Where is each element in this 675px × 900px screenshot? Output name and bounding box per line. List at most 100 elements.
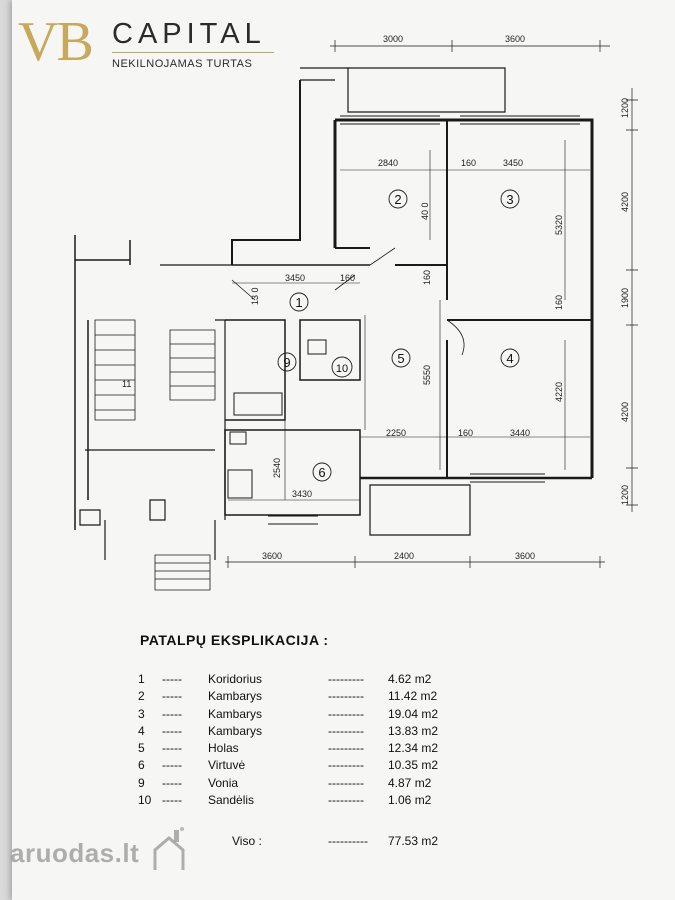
dim-wall-b: 160 xyxy=(340,273,355,283)
room-number-1: 1 xyxy=(295,295,302,310)
dim-room1-width: 3450 xyxy=(285,273,305,283)
dim-room3-depth: 5320 xyxy=(554,215,564,235)
dim-room1-depth: 13 0 xyxy=(250,287,260,305)
dim-wall-c: 160 xyxy=(458,428,473,438)
dim-room4-depth: 4220 xyxy=(554,382,564,402)
room-number-10: 10 xyxy=(336,363,348,375)
logo-divider xyxy=(112,52,274,53)
room-area: 10.35 m2 xyxy=(388,758,439,773)
dim-top-left: 3000 xyxy=(383,34,403,44)
dash: --------- xyxy=(328,723,364,738)
table-row: 6 ----- Virtuvė --------- 10.35 m2 xyxy=(138,758,468,775)
dim-wall-a: 160 xyxy=(461,158,476,168)
dash: ----- xyxy=(162,723,182,738)
room-area: 1.06 m2 xyxy=(388,793,432,808)
balcony-bottom xyxy=(369,484,471,536)
room-name: Koridorius xyxy=(208,672,263,686)
stove xyxy=(227,469,253,499)
dim-right-2: 4200 xyxy=(620,192,630,212)
room-no: 1 xyxy=(138,672,145,686)
dash: ----- xyxy=(162,706,182,721)
explication-total: Viso : ---------- 77.53 m2 xyxy=(138,834,468,852)
outer-wall xyxy=(335,118,594,478)
dim-bottom-right: 3600 xyxy=(515,551,535,561)
dash: --------- xyxy=(328,741,364,756)
room-name: Kambarys xyxy=(208,689,263,704)
stairs-left xyxy=(94,319,136,421)
bathtub xyxy=(233,392,283,416)
room-no: 9 xyxy=(138,775,145,790)
dim-bottom-mid: 2400 xyxy=(394,551,414,561)
explication-table: 1 ----- Koridorius --------- 4.62 m2 2 -… xyxy=(138,672,468,810)
table-row: 9 ----- Vonia --------- 4.87 m2 xyxy=(138,776,468,793)
dim-room6-width: 3430 xyxy=(292,489,312,499)
window xyxy=(340,115,580,125)
room-name: Vonia xyxy=(208,775,239,790)
dim-room6-depth: 2540 xyxy=(272,458,282,478)
dash: ----- xyxy=(162,775,182,790)
room-marker xyxy=(289,292,309,312)
logo-name: CAPITAL xyxy=(112,18,266,50)
logo-mark: VB xyxy=(18,11,94,73)
dim-line-bottom xyxy=(225,556,605,568)
outer-wall xyxy=(231,80,301,265)
dash: ----- xyxy=(162,758,182,773)
room-area: 4.87 m2 xyxy=(388,775,432,790)
room-name: Kambarys xyxy=(208,706,263,721)
dim-right-3: 1900 xyxy=(620,288,630,308)
room-area: 19.04 m2 xyxy=(388,706,439,721)
partition-storage xyxy=(299,319,361,381)
room-marker xyxy=(388,189,408,209)
table-row: 3 ----- Kambarys --------- 19.04 m2 xyxy=(138,707,468,724)
room-no: 10 xyxy=(138,793,152,808)
partition-r2-hall xyxy=(335,247,447,266)
room-marker xyxy=(391,348,411,368)
dim-line-right xyxy=(626,88,638,512)
balcony-top-inner xyxy=(300,67,348,81)
total-area: 77.53 m2 xyxy=(388,834,439,848)
room-name: Kambarys xyxy=(208,723,263,738)
table-row: 2 ----- Kambarys --------- 11.42 m2 xyxy=(138,689,468,706)
room-marker xyxy=(331,356,353,378)
entry-steps xyxy=(154,554,211,591)
table-row: 4 ----- Kambarys --------- 13.83 m2 xyxy=(138,724,468,741)
partition-kitchen xyxy=(224,429,361,516)
room-number-4: 4 xyxy=(506,351,513,366)
dim-room3-width: 3450 xyxy=(503,158,523,168)
room-name: Virtuvė xyxy=(208,758,246,773)
room-no: 2 xyxy=(138,689,145,704)
room-no: 5 xyxy=(138,741,145,756)
watermark-tld: .lt xyxy=(114,838,140,868)
room-no: 4 xyxy=(138,723,145,738)
room-area: 12.34 m2 xyxy=(388,741,439,756)
room-name: Holas xyxy=(208,741,239,756)
dash: --------- xyxy=(328,758,364,773)
partition-bath xyxy=(225,319,286,421)
room-marker xyxy=(277,352,297,372)
room-number-6: 6 xyxy=(318,465,325,480)
stairs-right xyxy=(169,329,216,401)
dash: ----- xyxy=(162,672,182,686)
dim-room2-width: 2840 xyxy=(378,158,398,168)
dash: ----- xyxy=(162,793,182,808)
door-swing xyxy=(334,274,356,291)
house-icon xyxy=(153,827,185,870)
explication-title: PATALPŲ EKSPLIKACIJA : xyxy=(140,632,329,648)
room-number-2: 2 xyxy=(394,192,401,207)
dash: --------- xyxy=(328,793,364,808)
dim-right-5: 1200 xyxy=(620,485,630,505)
dim-guide xyxy=(284,140,566,500)
room-area: 11.42 m2 xyxy=(388,689,438,704)
dim-room4-width: 3440 xyxy=(510,428,530,438)
window xyxy=(470,473,545,483)
door-swing xyxy=(231,279,256,301)
room-number-3: 3 xyxy=(506,192,513,207)
dim-room2-depth: 40 0 xyxy=(420,202,430,220)
room-number-9: 9 xyxy=(283,355,290,370)
total-label: Viso : xyxy=(232,834,262,848)
room-name: Sandėlis xyxy=(208,793,255,808)
room-no: 3 xyxy=(138,706,145,721)
dim-line-top xyxy=(330,40,610,52)
dash: --------- xyxy=(328,706,364,721)
